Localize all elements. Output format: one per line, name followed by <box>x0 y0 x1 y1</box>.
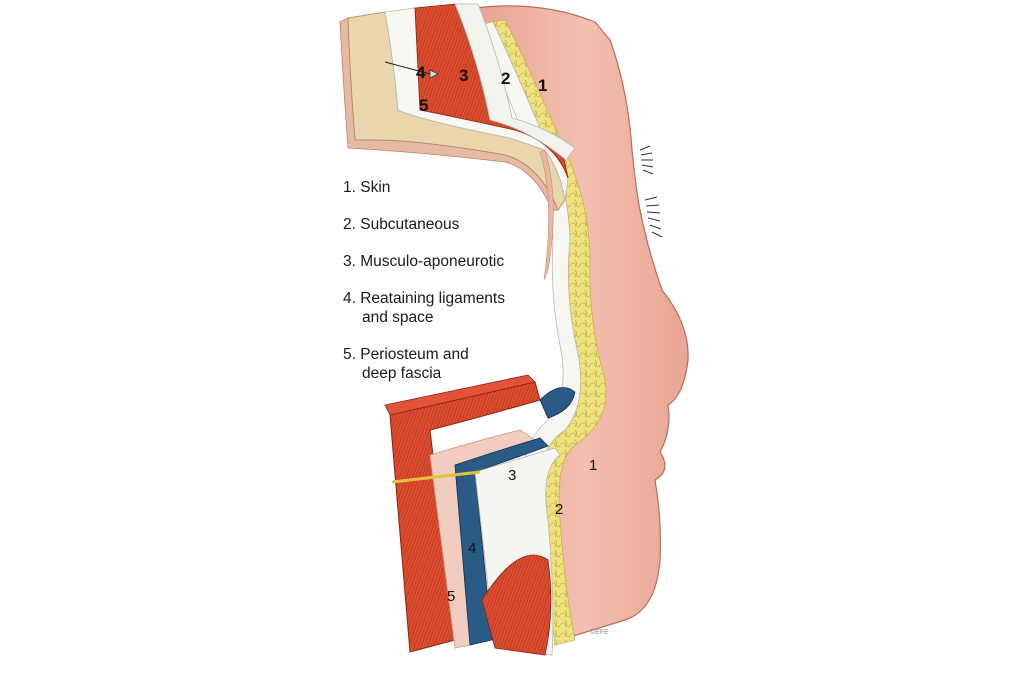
layer-legend: 1. Skin 2. Subcutaneous 3. Musculo-apone… <box>343 178 573 401</box>
legend-item-subcutaneous: 2. Subcutaneous <box>343 216 460 233</box>
ligament-pointer <box>384 61 431 75</box>
lower-label-1: 1 <box>589 457 597 474</box>
nerve-icon <box>391 470 481 484</box>
upper-label-2: 2 <box>501 69 510 88</box>
eyelash-icon <box>639 145 663 238</box>
legend-item-musculo-aponeurotic: 3. Musculo-aponeurotic <box>343 253 505 270</box>
legend-item-skin: 1. Skin <box>343 179 391 196</box>
vessel-icon <box>539 387 576 419</box>
copyright-mark: ©EFE <box>590 628 609 636</box>
upper-label-4: 4 <box>416 63 426 82</box>
legend-item-periosteum: 5. Periosteum and deep fascia <box>343 346 469 382</box>
upper-label-1: 1 <box>538 76 547 95</box>
lower-label-4: 4 <box>468 540 476 557</box>
lower-label-2: 2 <box>555 501 563 518</box>
upper-label-3: 3 <box>459 66 468 85</box>
lower-label-3: 3 <box>508 467 516 484</box>
lower-label-5: 5 <box>447 588 455 605</box>
upper-label-5: 5 <box>419 96 428 115</box>
legend-item-retaining-ligaments: 4. Reataining ligaments and space <box>343 290 505 326</box>
